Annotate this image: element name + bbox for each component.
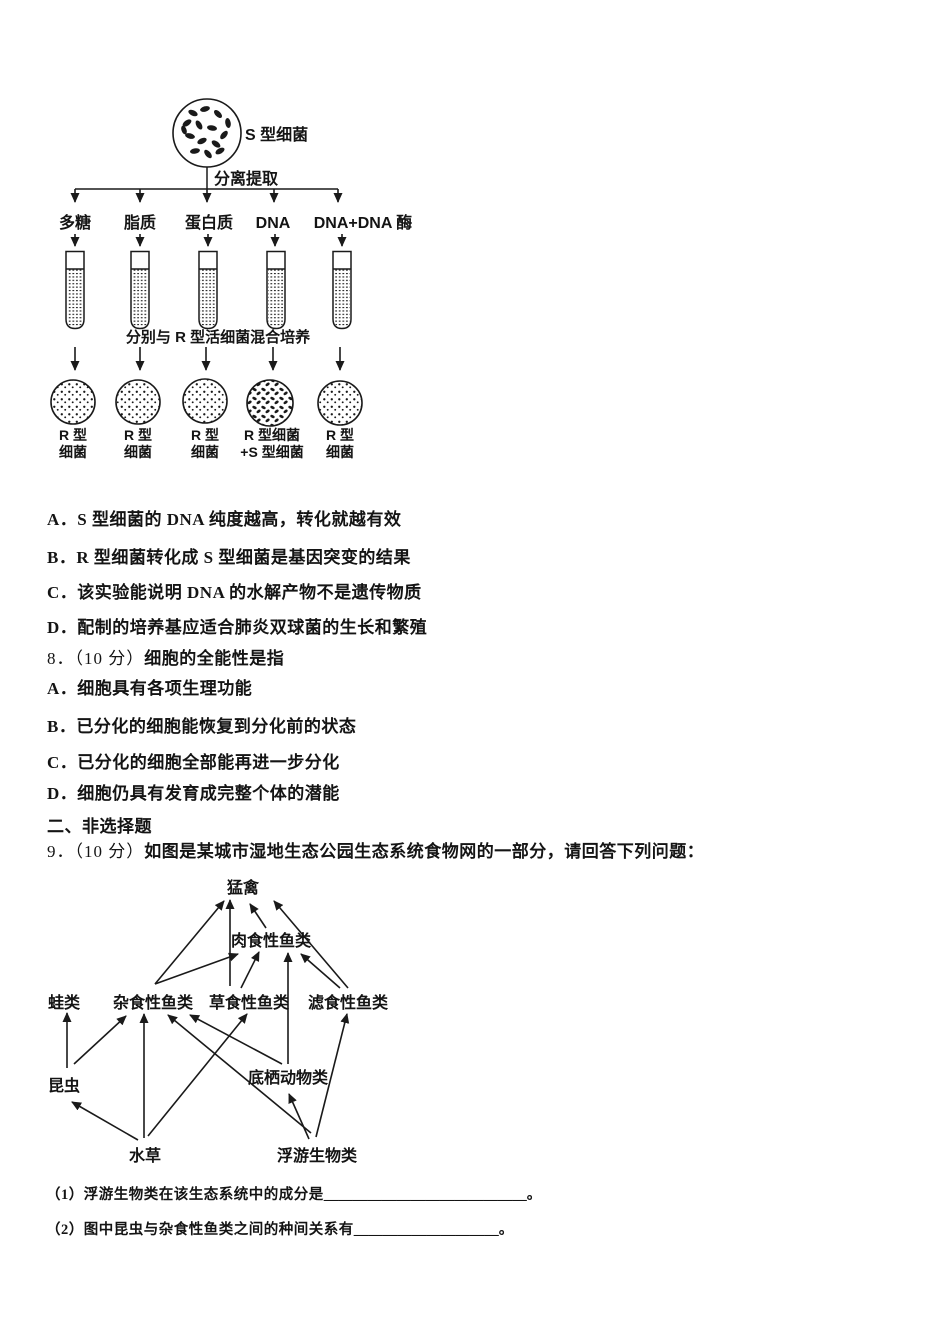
mix-culture-label: 分别与 R 型活细菌混合培养: [126, 328, 311, 346]
q9-sub2-blank: ____________________: [353, 1222, 499, 1238]
q9-sub2-label: （2）图中昆虫与杂食性鱼类之间的种间关系有: [46, 1222, 354, 1238]
s-bacteria-label: S 型细菌: [245, 125, 308, 144]
test-tube: [198, 250, 218, 330]
dish-label: 细菌: [124, 444, 152, 460]
test-tube: [65, 250, 85, 330]
food-web-edges: [62, 899, 350, 1141]
food-web-nodes: 猛禽 肉食性鱼类 蛙类 杂食性鱼类 草食性鱼类 滤食性鱼类 昆虫 底栖动物类 水…: [48, 878, 389, 1165]
node-benthic-animals: 底栖动物类: [248, 1068, 329, 1087]
q8-option-d: D．细胞仍具有发育成完整个体的潜能: [47, 784, 340, 803]
tube-arrows: [70, 234, 347, 247]
substance-dna: DNA: [256, 215, 291, 232]
branch-arrows: [70, 189, 343, 203]
edge-waterplants-to-insects: [71, 1101, 139, 1141]
dish-label: R 型: [124, 427, 152, 443]
edge-plankton-to-filter: [315, 1013, 350, 1138]
substance-protein: 蛋白质: [185, 213, 233, 232]
node-carnivorous-fish: 肉食性鱼类: [231, 931, 312, 950]
node-insects: 昆虫: [48, 1076, 80, 1095]
test-tube: [266, 250, 286, 330]
dish-label: 细菌: [59, 444, 87, 460]
test-tube: [130, 250, 150, 330]
section-title: 二、非选择题: [47, 817, 152, 836]
q9-stem: 9．（10 分）如图是某城市湿地生态公园生态系统食物网的一部分，请回答下列问题：: [47, 837, 704, 862]
q9-sub1-label: （1）浮游生物类在该生态系统中的成分是: [46, 1187, 324, 1203]
q9-sub1-period: 。: [526, 1187, 542, 1203]
s-bacteria-colony: S 型细菌: [172, 98, 308, 168]
node-filter-fish: 滤食性鱼类: [308, 993, 389, 1012]
bacteria-transformation-diagram: S 型细菌 分离提取 多糖 脂质 蛋白质 DNA DNA+DNA 酶: [50, 98, 412, 460]
q7-option-c: C．该实验能说明 DNA 的水解产物不是遗传物质: [47, 583, 422, 602]
edge-carnivorous-to-raptor: [249, 903, 267, 929]
q9-sub1-blank: ____________________________: [323, 1187, 527, 1203]
dish-label: R 型: [326, 427, 354, 443]
q7-option-d: D．配制的培养基应适合肺炎双球菌的生长和繁殖: [47, 618, 428, 637]
substance-labels: 多糖 脂质 蛋白质 DNA DNA+DNA 酶: [59, 213, 412, 232]
dish-arrows: [70, 347, 345, 371]
dish-label: R 型: [191, 427, 219, 443]
node-herbivorous-fish: 草食性鱼类: [209, 993, 290, 1012]
q7-option-a: A．S 型细菌的 DNA 纯度越高，转化就越有效: [47, 510, 402, 529]
edge-omnivorous-to-carnivorous: [154, 952, 239, 985]
petri-dish: [182, 378, 228, 424]
edge-filter-to-raptor: [273, 900, 349, 989]
dish-labels: R 型 细菌 R 型 细菌 R 型 细菌 R 型细菌 +S 型细菌 R 型 细菌: [59, 427, 354, 460]
petri-dish: [317, 380, 363, 426]
q9-sub2: （2）图中昆虫与杂食性鱼类之间的种间关系有___________________…: [46, 1218, 514, 1239]
edge-plankton-to-benthic: [288, 1093, 310, 1140]
petri-dish: [50, 379, 96, 425]
q9-stem-text: 如图是某城市湿地生态公园生态系统食物网的一部分，请回答下列问题：: [144, 842, 705, 861]
petri-dish: [115, 379, 161, 425]
dish-label: +S 型细菌: [240, 444, 303, 460]
q8-number: 8．（10 分）: [47, 649, 145, 668]
substance-dna-dnase: DNA+DNA 酶: [314, 213, 413, 232]
s-bacteria-blobs: [181, 106, 231, 159]
edge-plankton-to-omnivorous: [167, 1014, 312, 1134]
test-tubes: [65, 250, 352, 330]
q8-option-a: A．细胞具有各项生理功能: [47, 679, 253, 698]
dish-label: R 型: [59, 427, 87, 443]
edge-benthic-to-omnivorous: [189, 1014, 283, 1065]
substance-lipid: 脂质: [124, 213, 156, 232]
q7-option-b: B．R 型细菌转化成 S 型细菌是基因突变的结果: [47, 548, 411, 567]
test-tube: [332, 250, 352, 330]
extract-step-label: 分离提取: [214, 169, 278, 188]
node-water-plants: 水草: [129, 1146, 161, 1165]
food-web-diagram: 猛禽 肉食性鱼类 蛙类 杂食性鱼类 草食性鱼类 滤食性鱼类 昆虫 底栖动物类 水…: [48, 878, 389, 1165]
edge-herbivorous-to-carnivorous: [240, 951, 260, 989]
dish-label: R 型细菌: [244, 427, 300, 443]
q8-option-b: B．已分化的细胞能恢复到分化前的状态: [47, 717, 357, 736]
q9-number: 9．（10 分）: [47, 842, 145, 861]
node-frogs: 蛙类: [48, 993, 81, 1012]
petri-dishes: [50, 378, 363, 427]
q8-option-c: C．已分化的细胞全部能再进一步分化: [47, 753, 340, 772]
edge-insects-to-omnivorous: [73, 1015, 127, 1065]
edge-filter-to-carnivorous: [300, 953, 341, 989]
petri-dish-mixed: [246, 379, 294, 427]
node-plankton: 浮游生物类: [277, 1146, 358, 1165]
edge-waterplants-to-herbivorous: [147, 1013, 248, 1137]
q9-sub2-period: 。: [498, 1222, 514, 1238]
q8-stem-text: 细胞的全能性是指: [144, 649, 285, 668]
substance-polysaccharide: 多糖: [59, 213, 91, 232]
q9-sub1: （1）浮游生物类在该生态系统中的成分是_____________________…: [46, 1183, 542, 1204]
dish-label: 细菌: [326, 444, 354, 460]
q8-stem: 8．（10 分）细胞的全能性是指: [47, 644, 284, 669]
edge-omnivorous-to-raptor: [154, 900, 225, 985]
node-raptor: 猛禽: [226, 878, 260, 897]
node-omnivorous-fish: 杂食性鱼类: [113, 993, 194, 1012]
dish-label: 细菌: [191, 444, 219, 460]
